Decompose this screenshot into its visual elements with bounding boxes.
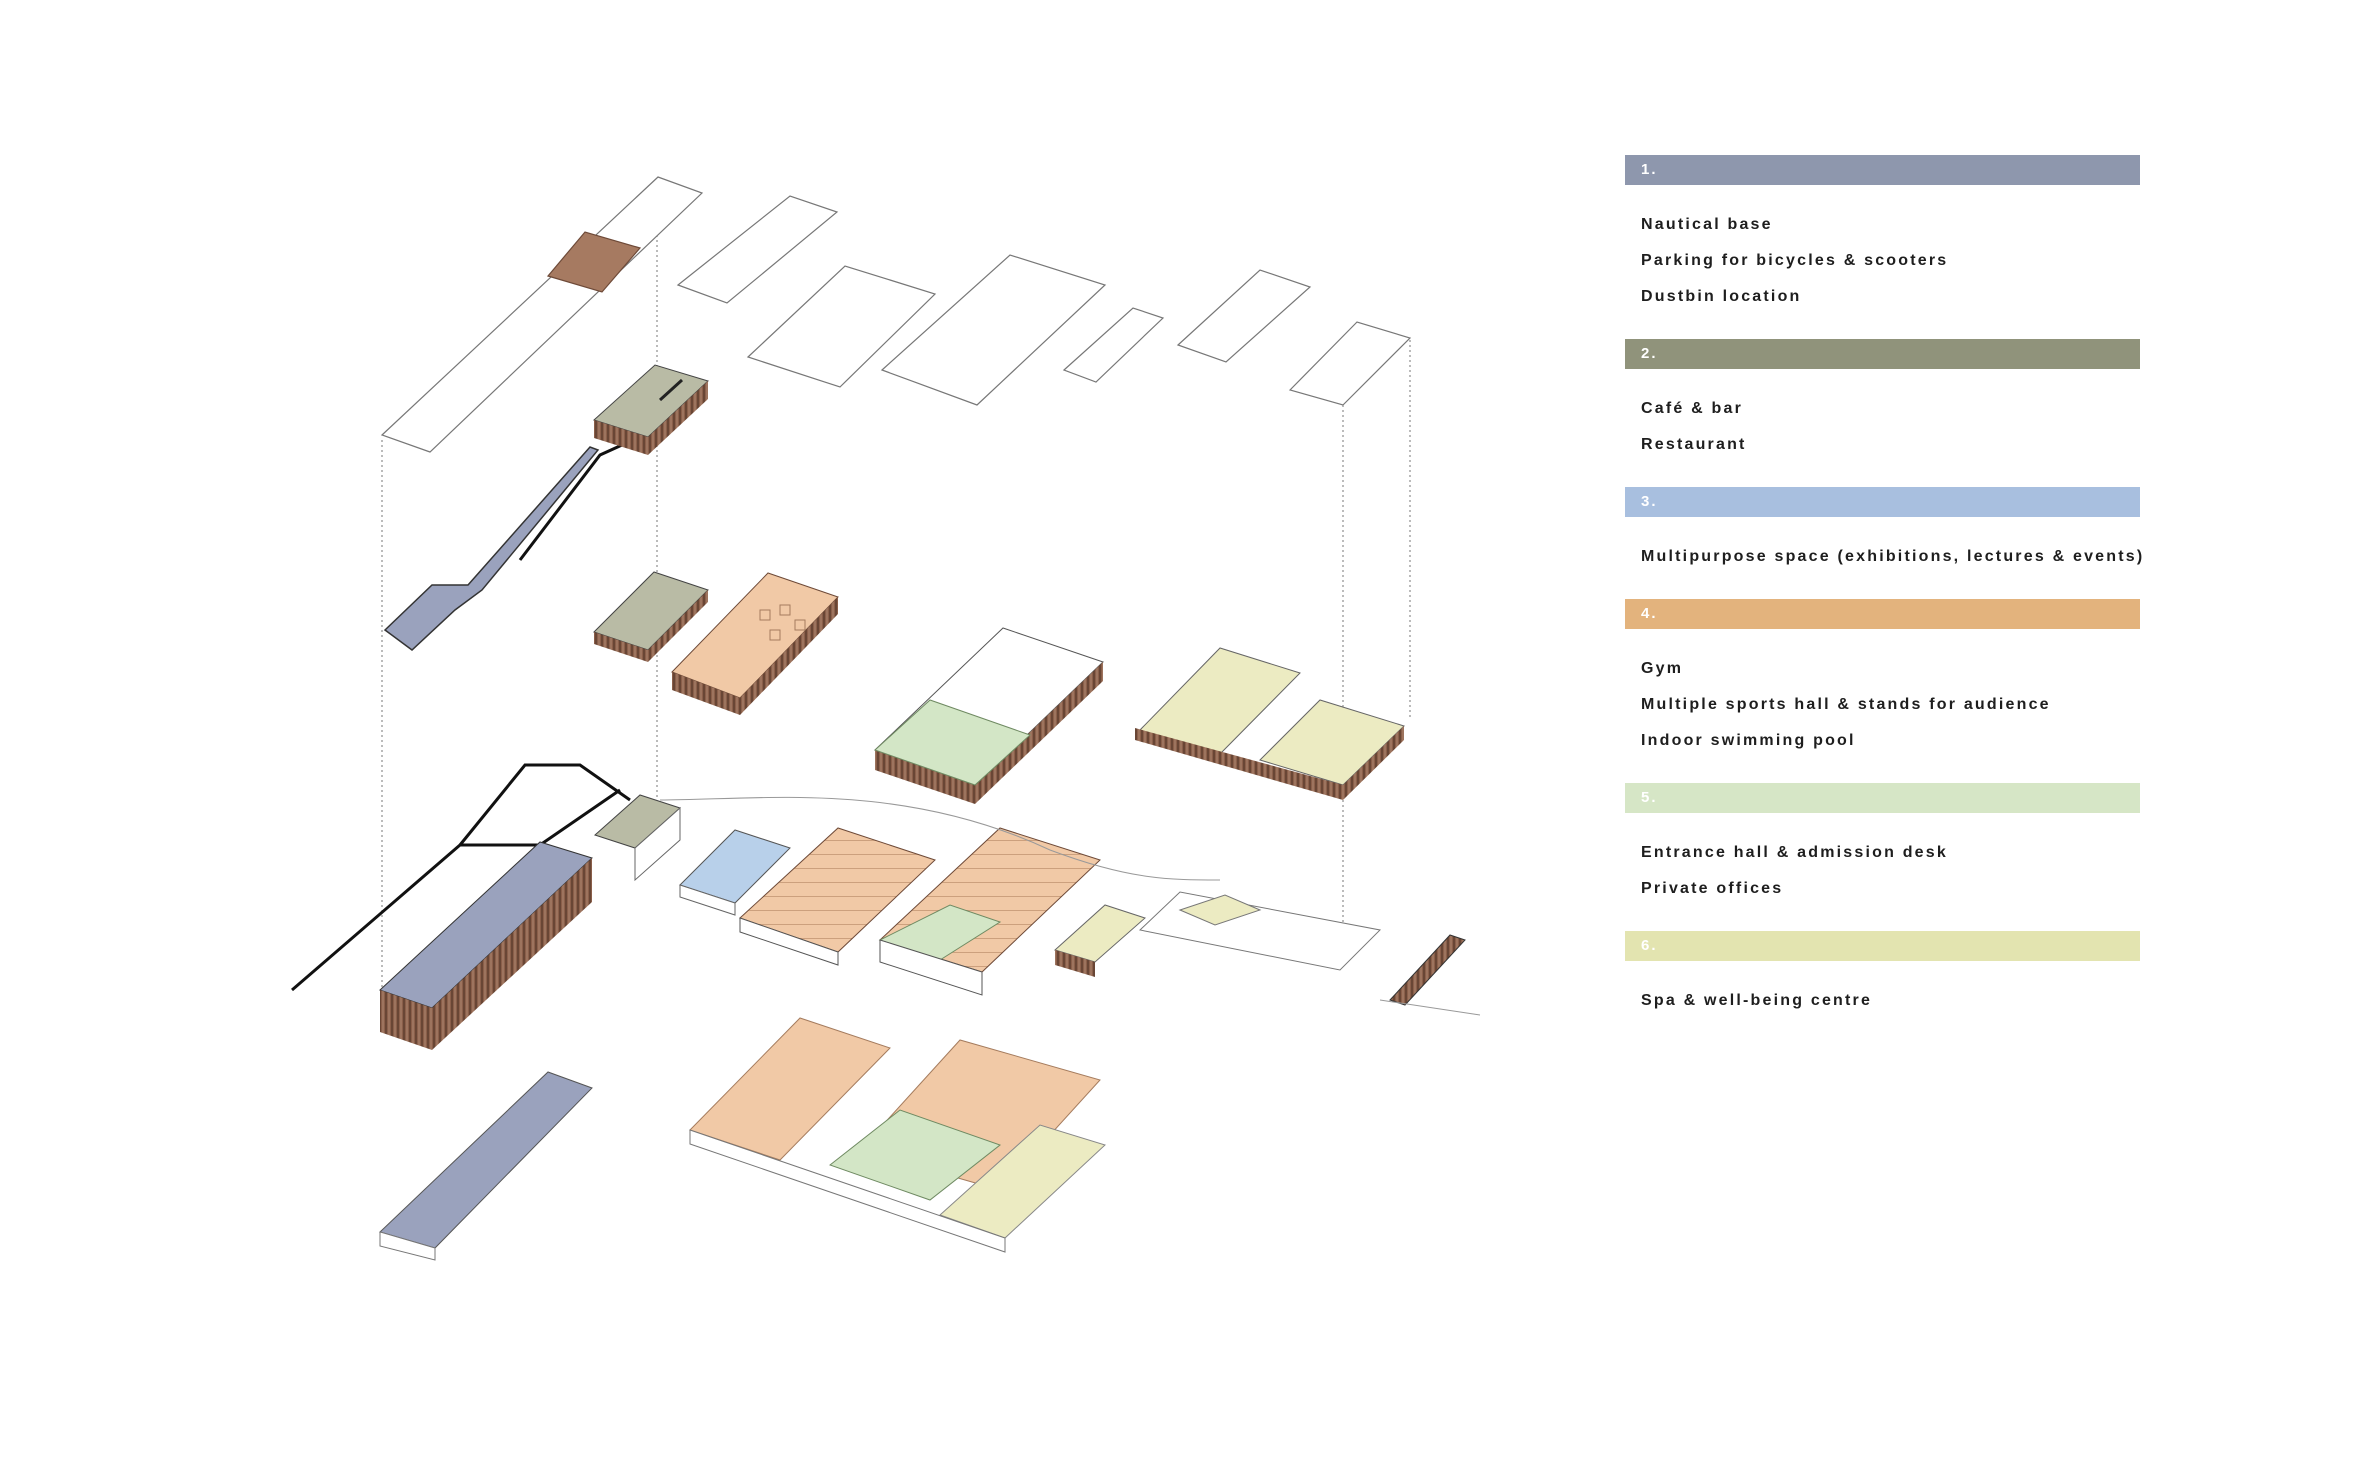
legend-group-5: 5. Entrance hall & admission desk Privat…: [1625, 783, 2140, 931]
legend-item: Restaurant: [1641, 436, 1747, 453]
sports-basement: [689, 1017, 891, 1161]
roof-deck: [546, 231, 642, 293]
ground-floor: [291, 763, 1481, 1050]
legend-item: Dustbin location: [1641, 288, 1802, 305]
legend-item: Indoor swimming pool: [1641, 732, 1856, 749]
legend-item: Spa & well-being centre: [1641, 992, 1873, 1009]
roof-slab-3: [880, 254, 1107, 406]
spa-annex: [1138, 891, 1382, 971]
roof-level: [380, 176, 1412, 453]
pier-structure: [1389, 934, 1466, 1006]
basement-level: [379, 1017, 1106, 1261]
legend-header-3: 3.: [1625, 487, 2140, 517]
legend-item: Multipurpose space (exhibitions, lecture…: [1641, 548, 2145, 565]
legend-item: Entrance hall & admission desk: [1641, 844, 1948, 861]
legend-group-3: 3. Multipurpose space (exhibitions, lect…: [1625, 487, 2145, 599]
legend: 1. Nautical base Parking for bicycles & …: [1625, 155, 2145, 1043]
roof-slab-1: [676, 195, 839, 304]
legend-header-5: 5.: [1625, 783, 2140, 813]
nautical-walkway: [383, 446, 600, 651]
legend-item: Parking for bicycles & scooters: [1641, 252, 1949, 269]
legend-group-6: 6. Spa & well-being centre: [1625, 931, 2140, 1043]
spa-ground: [1054, 904, 1146, 963]
second-level: [593, 571, 1405, 804]
legend-item: Gym: [1641, 660, 1684, 677]
roof-slab-2: [746, 265, 937, 388]
legend-header-6: 6.: [1625, 931, 2140, 961]
roof-slab-6: [1288, 321, 1412, 406]
exploded-axonometric-diagram: [291, 176, 1481, 1261]
legend-header-4: 4.: [1625, 599, 2140, 629]
roof-slab-4: [1062, 307, 1165, 383]
entrance-basement: [828, 1109, 1002, 1201]
legend-item: Multiple sports hall & stands for audien…: [1641, 696, 2051, 713]
legend-group-2: 2. Café & bar Restaurant: [1625, 339, 2140, 487]
legend-group-1: 1. Nautical base Parking for bicycles & …: [1625, 155, 2140, 339]
projection-lines: [381, 235, 1411, 1000]
legend-item: Nautical base: [1641, 216, 1773, 233]
legend-item: Café & bar: [1641, 400, 1744, 417]
legend-item: Private offices: [1641, 880, 1784, 897]
legend-header-1: 1.: [1625, 155, 2140, 185]
upper-floor: [383, 364, 709, 651]
legend-group-4: 4. Gym Multiple sports hall & stands for…: [1625, 599, 2140, 783]
legend-header-2: 2.: [1625, 339, 2140, 369]
pool-entrance-area: [874, 699, 1031, 786]
nautical-basement: [379, 1071, 593, 1249]
roof-slab-5: [1176, 269, 1312, 363]
